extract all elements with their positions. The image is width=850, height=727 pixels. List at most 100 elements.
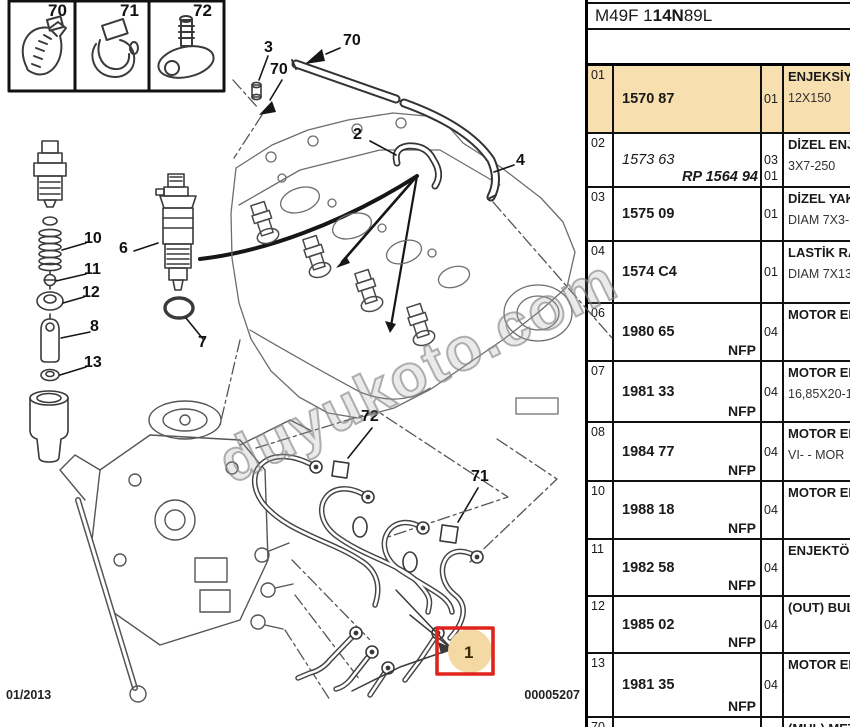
callout-72: 72 [361,408,379,425]
part-number: 1988 18 [622,502,675,518]
nfp-flag: NFP [728,634,756,650]
ref-cell: 04 [588,242,614,302]
callout-10: 10 [84,230,102,247]
description-line1: MOTOR EN [788,365,850,380]
part-number-cell: 1570 87 [614,66,762,132]
callout-8: 8 [90,318,99,335]
description-line1: MOTOR EN [788,307,850,322]
watermark-text: duyukoto.com [207,245,628,497]
description-cell: ENJEKTÖR [784,540,850,595]
header-prefix: M49F 1 [595,6,653,25]
description-line1: (MUL) MET [788,718,850,727]
callout-2: 2 [353,126,362,143]
clip-drawing [157,15,215,79]
nfp-flag: NFP [728,342,756,358]
fuel-pipes-drawing [251,453,484,698]
quantity-cell [762,718,784,727]
pointer-fan [198,174,419,333]
ref-number: 01 [591,68,605,82]
callout-6: 6 [119,240,128,257]
part-number: 1981 33 [622,383,675,400]
ref-cell: 01 [588,66,614,132]
quantity: 04 [764,560,778,575]
callout-70-top: 70 [343,32,361,49]
quantity-cell: 04 [762,597,784,652]
nfp-flag: NFP [728,698,756,714]
callout-11: 11 [84,261,101,278]
square-71 [439,524,459,544]
header-engine-code: 14N [652,6,684,25]
quantity: 04 [764,678,778,692]
table-row[interactable]: 70 (MUL) MET [588,718,850,727]
quantity: 04 [764,384,778,399]
callout-1-highlighted: 1 [464,643,474,662]
document-number: 00005207 [524,688,580,702]
square-72 [331,460,350,479]
description-line2: DIAM 7X3- [788,213,850,227]
nfp-flag: NFP [728,462,756,478]
revision-date: 01/2013 [6,688,52,702]
hose-clamp-drawing [91,17,139,78]
ref-number: 03 [591,190,605,204]
header-gap [588,30,850,63]
quantity: 04 [764,325,778,339]
ref-cell: 07 [588,362,614,421]
quantity-secondary: 01 [764,169,778,183]
callout-13: 13 [84,354,102,371]
ref-number: 06 [591,306,605,320]
ref-number: 07 [591,364,605,378]
part-number-cell [614,718,762,727]
part-number: 1985 02 [622,616,675,633]
ref-number: 02 [591,136,605,150]
description-line1: ENJEKSİY [788,69,850,84]
ref-cell: 70 [588,718,614,727]
injection-pump-drawing [59,400,311,703]
quantity-cell: 01 [762,188,784,240]
legend-label-71: 71 [120,1,139,20]
quantity-cell: 04 [762,423,784,480]
hose-2-drawing [392,142,442,190]
quantity-cell: 04 [762,654,784,716]
legend-label-70: 70 [48,1,67,20]
part-number: 1982 58 [622,559,675,576]
ref-cell: 13 [588,654,614,716]
description-line1: LASTİK RA [788,245,850,260]
quantity: 04 [764,444,778,459]
quantity: 04 [764,617,778,632]
leader-lines [55,47,515,523]
quantity: 03 [764,153,778,167]
header-suffix: 89L [683,6,713,25]
callout-71: 71 [471,468,489,485]
part-number-cell: 1574 C4 [614,242,762,302]
part-number: 1575 09 [622,206,675,222]
part-number: 1573 63 [622,152,675,168]
part-3-drawing [251,81,262,101]
ref-cell: 08 [588,423,614,480]
ref-number: 10 [591,484,605,498]
description-line2: 3X7-250 [788,159,836,173]
part-number-cell: 1575 09 [614,188,762,240]
item-1-leaders [351,589,455,692]
ref-number: 04 [591,244,605,258]
ref-cell: 03 [588,188,614,240]
quantity: 01 [764,265,778,279]
